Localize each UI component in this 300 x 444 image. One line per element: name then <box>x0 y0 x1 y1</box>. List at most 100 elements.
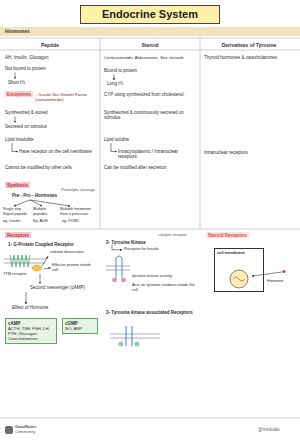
label-holder: Steroid <box>100 42 200 48</box>
note-text: 7TM receptor <box>3 272 37 277</box>
highlight-tag: Synthesis <box>5 182 30 188</box>
note-text: Secreted on stimulus <box>5 124 97 129</box>
node-heading: cGMP <box>65 321 95 326</box>
node-heading: cAMP <box>8 321 54 326</box>
note-text: Multiple peptides <box>33 207 59 216</box>
label-holder: Corticosteroids, Aldosterone, Sex steroi… <box>104 55 197 60</box>
example-box: cGMPNO, ANP <box>62 318 98 334</box>
note-text: 2- Tyrosine Kinase <box>106 240 154 245</box>
label-holder: Single seq Signal peptide <box>3 207 32 216</box>
note-text: Effector protein inside cell <box>52 263 96 273</box>
gpcr-drawing <box>4 255 46 271</box>
note-text: Have receptor on the cell membrane <box>19 149 97 154</box>
flow-arrows <box>12 73 282 305</box>
note-text: Pre - Pro - Hormones <box>12 193 59 198</box>
label-holder: Long t½ <box>107 81 187 86</box>
note-text: 3- Tyrosine kinase associated Receptors <box>106 310 198 315</box>
label-holder: Receptor for Insulin <box>124 247 194 252</box>
label-holder: Intranuclear receptors <box>204 150 296 155</box>
note-text: Lipid soluble <box>104 137 196 142</box>
note-text: Acts on tyrosine residues inside the cel… <box>132 283 196 293</box>
label-holder: Second messenger (cAMP) <box>30 285 98 290</box>
node-heading: Exceptions <box>7 92 31 97</box>
cell-box: cell membrane <box>214 248 264 292</box>
title-box: Endocrine System <box>80 5 220 24</box>
node-heading: Steroid Receptors <box>208 233 247 238</box>
column-header: Derivatives of Tyrosine <box>199 42 299 48</box>
note-text: Long t½ <box>107 81 187 86</box>
label-holder: Pre - Pro - Hormones <box>12 193 59 198</box>
note-text: Second messenger (cAMP) <box>30 285 98 290</box>
note-text: AH, Insulin, Glucagon <box>5 55 97 60</box>
label-holder: 2- Tyrosine Kinase <box>106 240 154 245</box>
note-text: CYP using synthesized from cholesterol. <box>104 92 190 97</box>
label-holder: Synthesized & continuously secreted on s… <box>104 110 190 121</box>
note-text: Corticosteroids, Aldosterone, Sex steroi… <box>104 55 197 60</box>
note-text: Short t½ <box>8 80 88 85</box>
section-band: Hormones <box>0 27 300 36</box>
example-box: cAMPACTH, TSH, FSH, LH, PTH, Glucagon, C… <box>5 318 57 344</box>
label-holder: Eg: ADH <box>33 219 59 224</box>
label-holder: AH, Insulin, Glucagon <box>5 55 97 60</box>
note-text: Lipid insoluble <box>5 137 97 142</box>
label-holder: :- Insulin like Growth Factor (somatomed… <box>35 92 97 102</box>
note-text: eg: Insulin <box>3 219 32 224</box>
label-holder: @medulas <box>258 427 296 432</box>
note-text: 1- G-Protein Coupled Receptor <box>8 242 98 247</box>
label-holder: eg: POMC <box>62 219 98 224</box>
note-text: Hormone <box>267 279 297 284</box>
label-holder: subunit dissociates <box>50 250 98 255</box>
label-holder: 1- G-Protein Coupled Receptor <box>8 242 98 247</box>
table-grid <box>0 38 300 418</box>
node-heading: cell membrane <box>217 251 261 256</box>
note-text: Intranuclear receptors <box>204 150 296 155</box>
note-text: Intracytoplasmic / Intranuclear receptor… <box>118 149 196 160</box>
tyrosine-kinase-drawing <box>106 256 160 347</box>
node-body: NO, ANP <box>65 326 95 331</box>
note-text: Can be modified after secretion <box>104 165 196 170</box>
label-holder: Proteolytic cleavage <box>61 188 98 193</box>
watermark: Community <box>15 430 65 435</box>
label-holder: Thyroid hormones & catecholamines <box>204 55 296 60</box>
highlight-tag: Exceptions <box>5 91 33 97</box>
label-holder: Community <box>15 430 65 435</box>
highlight-tag: Steroid Receptors <box>206 232 249 238</box>
label-holder: eg: Insulin <box>3 219 32 224</box>
note-text: :- Insulin like Growth Factor (somatomed… <box>35 92 97 102</box>
label-holder: Short t½ <box>8 80 88 85</box>
title-text: Endocrine System <box>84 8 216 21</box>
label-holder: Bound to protein <box>104 68 196 73</box>
label-holder: Lipid soluble <box>104 137 196 142</box>
watermark: @medulas <box>258 427 296 432</box>
column-header: Peptide <box>0 42 100 48</box>
node-heading: Hormones <box>5 28 295 34</box>
label-holder: Intracytoplasmic / Intranuclear receptor… <box>118 149 196 160</box>
label-holder: Effect of Hormone <box>12 305 82 310</box>
note-text: Cannot be modified by other cells <box>5 165 85 170</box>
label-holder: 3- Tyrosine kinase associated Receptors <box>106 310 198 315</box>
node-body: ACTH, TSH, FSH, LH, PTH, Glucagon, Catec… <box>8 326 54 341</box>
node-heading: Receptors <box>7 233 29 238</box>
note-text: Synthesized & continuously secreted on s… <box>104 110 190 121</box>
note-text: Single seq Signal peptide <box>3 207 32 216</box>
label-holder: Effector protein inside cell <box>52 263 96 273</box>
label-holder: Peptide <box>0 42 100 48</box>
label-holder: Secreted on stimulus <box>5 124 97 129</box>
highlight-tag: Receptors <box>5 232 31 238</box>
label-holder: Multiple peptides <box>33 207 59 216</box>
note-text: Synthesized & stored <box>5 110 97 115</box>
label-holder: catalytic receptor <box>158 233 198 238</box>
label-holder: Multiple hormones from a precursor <box>60 207 98 216</box>
label-holder: Hormone <box>267 279 297 284</box>
note-text: Proteolytic cleavage <box>61 188 98 193</box>
note-text: Multiple hormones from a precursor <box>60 207 98 216</box>
label-holder: 7TM receptor <box>3 272 37 277</box>
label-holder: Can be modified after secretion <box>104 165 196 170</box>
note-text: Thyroid hormones & catecholamines <box>204 55 296 60</box>
label-holder: Lipid insoluble <box>5 137 97 142</box>
label-holder: Acts on tyrosine residues inside the cel… <box>132 283 196 293</box>
note-text: subunit dissociates <box>50 250 98 255</box>
label-holder: Synthesized & stored <box>5 110 97 115</box>
column-header: Steroid <box>100 42 200 48</box>
